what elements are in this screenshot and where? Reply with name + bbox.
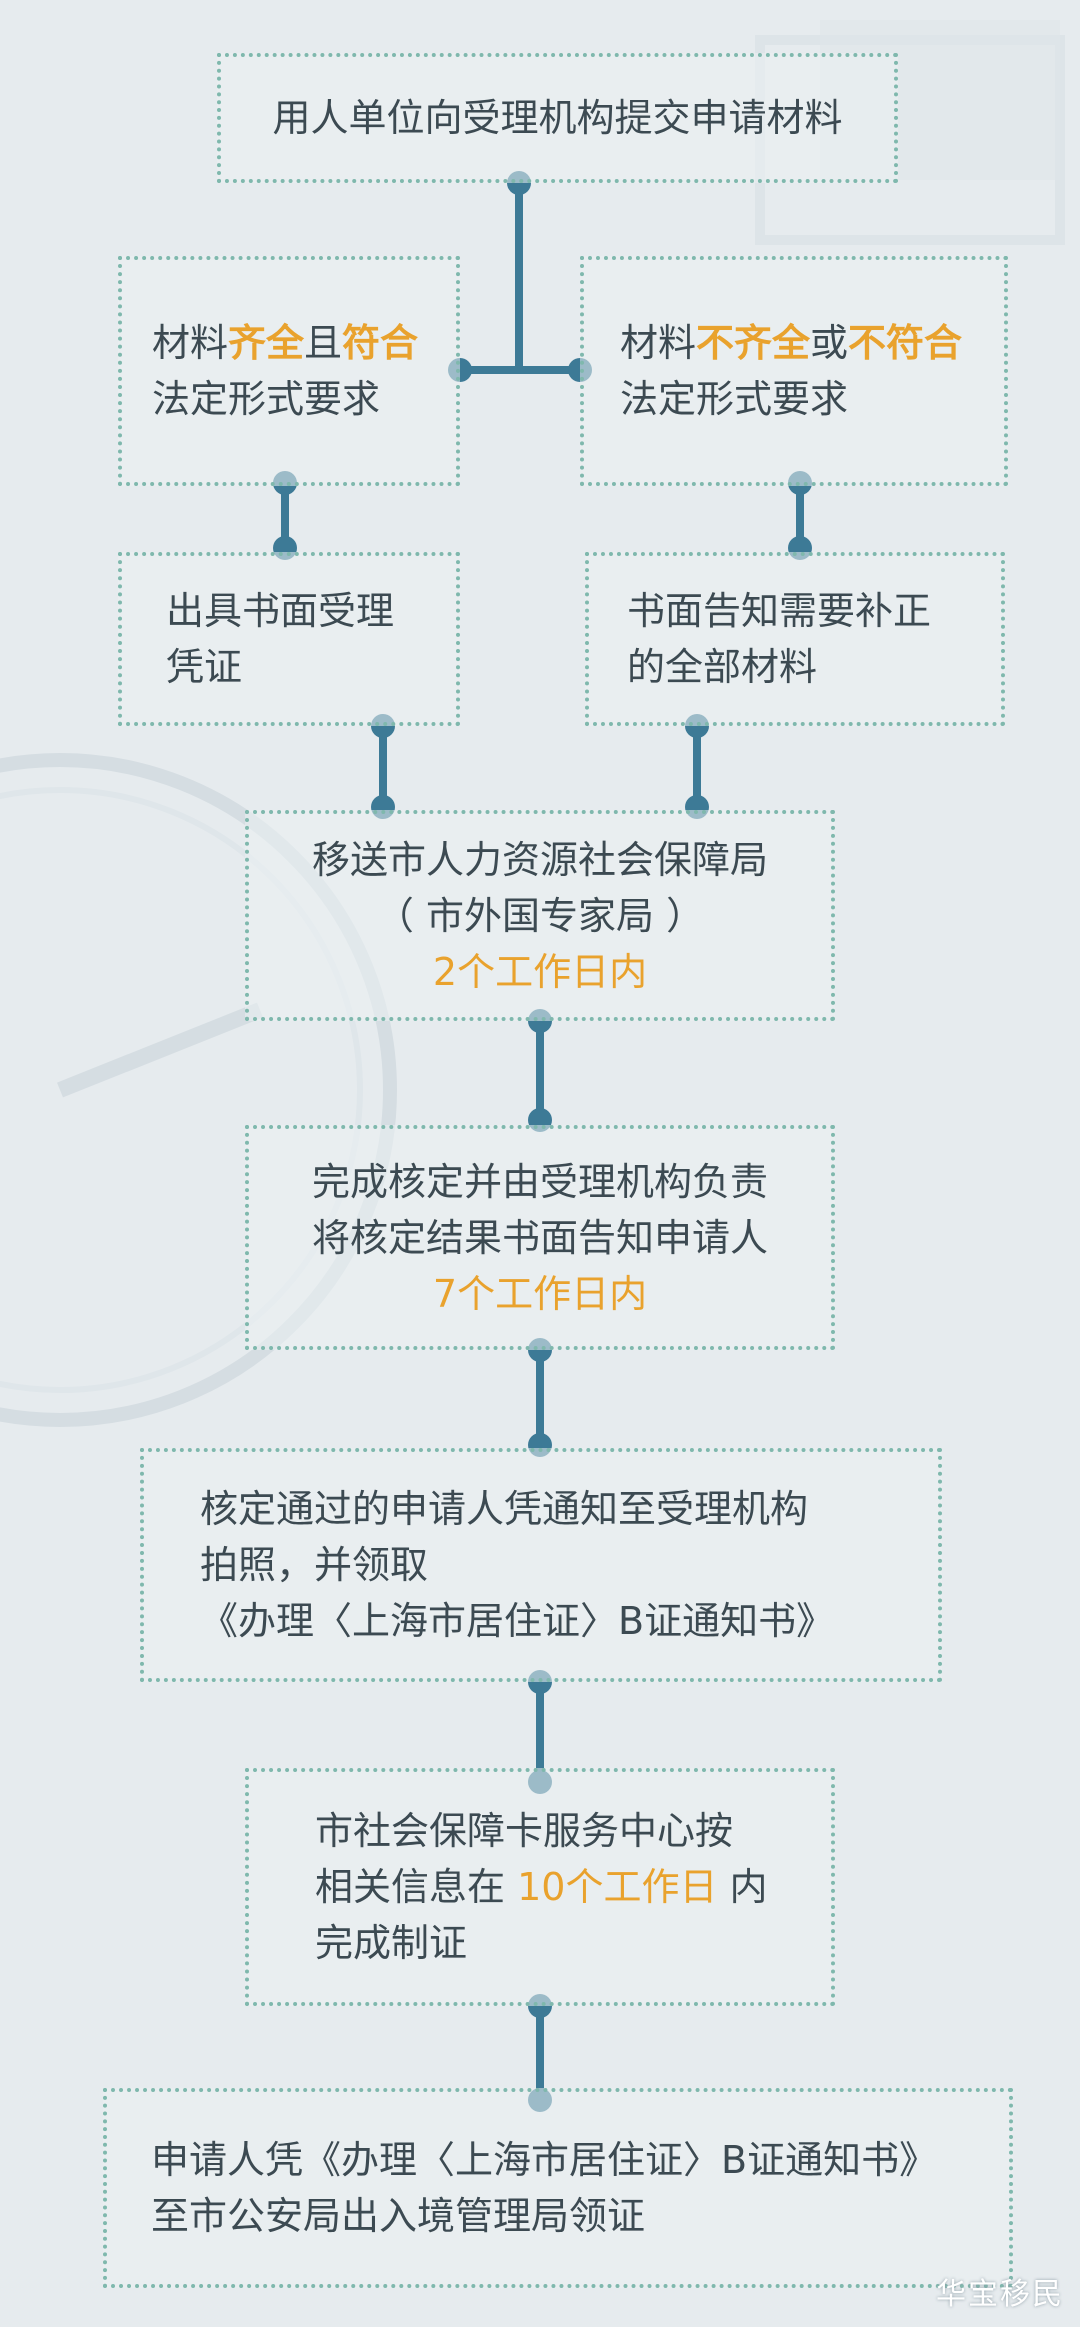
step-collect-permit: 申请人凭《办理〈上海市居住证〉B证通知书》 至市公安局出入境管理局领证	[103, 2088, 1013, 2288]
issue-acceptance-receipt: 出具书面受理 凭证	[118, 552, 460, 726]
branch-incomplete-line2: 法定形式要求	[620, 377, 849, 421]
step-submit-text: 用人单位向受理机构提交申请材料	[272, 96, 843, 140]
step-photo-notice: 核定通过的申请人凭通知至受理机构 拍照，并领取 《办理〈上海市居住证〉B证通知书…	[140, 1448, 942, 1682]
branch-incomplete-highlight-nonconform: 不符合	[848, 321, 963, 365]
step-collect-line1: 申请人凭《办理〈上海市居住证〉B证通知书》	[151, 2138, 938, 2182]
notify-supplement-materials: 书面告知需要补正 的全部材料	[585, 552, 1005, 726]
step-verification-line1: 完成核定并由受理机构负责	[311, 1159, 768, 1204]
step-card-line3: 完成制证	[315, 1921, 468, 1965]
step-collect-line2: 至市公安局出入境管理局领证	[151, 2194, 646, 2238]
watermark-logo: 华宝移民	[936, 2277, 1064, 2312]
issue-receipt-line1: 出具书面受理	[166, 589, 395, 633]
step-transfer-line2: （ 市外国专家局 ）	[375, 893, 705, 938]
step-verification: 完成核定并由受理机构负责 将核定结果书面告知申请人 7个工作日内	[245, 1125, 835, 1350]
notify-supplement-line1: 书面告知需要补正	[627, 589, 932, 633]
step-card-line1: 市社会保障卡服务中心按	[315, 1809, 734, 1853]
branch-incomplete: 材料不齐全或不符合 法定形式要求	[580, 256, 1008, 486]
step-card-line2: 相关信息在 10个工作日 内	[315, 1859, 768, 1915]
branch-complete-highlight-complete: 齐全	[228, 321, 305, 365]
step-submit-materials: 用人单位向受理机构提交申请材料	[217, 53, 898, 183]
branch-complete-text-c: 且	[304, 321, 343, 365]
step-transfer-bureau: 移送市人力资源社会保障局 （ 市外国专家局 ） 2个工作日内	[245, 810, 835, 1021]
branch-incomplete-text-a: 材料	[620, 321, 697, 365]
branch-complete-text-a: 材料	[152, 321, 229, 365]
step-card-text-a: 相关信息在	[315, 1865, 518, 1909]
branch-complete-line1: 材料齐全且符合	[152, 315, 418, 371]
step-card-production: 市社会保障卡服务中心按 相关信息在 10个工作日 内 完成制证	[245, 1768, 835, 2006]
step-card-deadline: 10个工作日	[517, 1865, 718, 1909]
branch-incomplete-highlight-incomplete: 不齐全	[696, 321, 811, 365]
step-photo-line1: 核定通过的申请人凭通知至受理机构	[200, 1487, 809, 1531]
issue-receipt-line2: 凭证	[166, 645, 243, 689]
notify-supplement-line2: 的全部材料	[627, 645, 818, 689]
step-transfer-deadline: 2个工作日内	[432, 949, 648, 994]
step-card-text-c: 内	[717, 1865, 768, 1909]
step-verification-deadline: 7个工作日内	[432, 1271, 648, 1316]
branch-complete: 材料齐全且符合 法定形式要求	[118, 256, 460, 486]
branch-complete-line2: 法定形式要求	[152, 377, 381, 421]
step-transfer-line1: 移送市人力资源社会保障局	[311, 837, 768, 882]
branch-incomplete-line1: 材料不齐全或不符合	[620, 315, 962, 371]
branch-incomplete-text-c: 或	[810, 321, 849, 365]
step-photo-line2: 拍照，并领取	[200, 1543, 429, 1587]
step-verification-line2: 将核定结果书面告知申请人	[311, 1215, 768, 1260]
step-photo-line3: 《办理〈上海市居住证〉B证通知书》	[200, 1599, 835, 1643]
branch-complete-highlight-conform: 符合	[342, 321, 419, 365]
